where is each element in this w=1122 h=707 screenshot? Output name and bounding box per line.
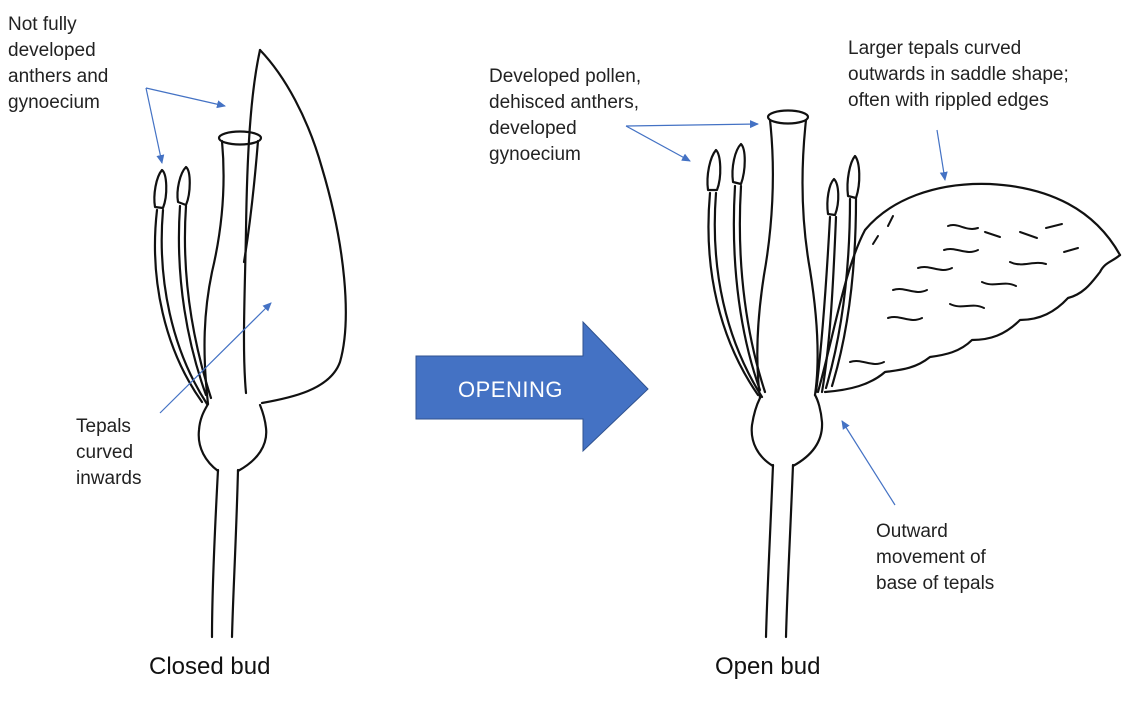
annotation-line: inwards	[76, 466, 141, 492]
annotation-open-pollen: Developed pollen, dehisced anthers, deve…	[489, 64, 641, 168]
annotation-line: Tepals	[76, 414, 141, 440]
open-bud-stamens-right	[816, 156, 859, 392]
annotation-line: Developed pollen,	[489, 64, 641, 90]
open-bud-tepal-ripples	[850, 216, 1078, 364]
open-bud-stem	[766, 465, 793, 637]
annotation-closed-tepals: Tepals curved inwards	[76, 414, 141, 492]
leader-closed-anthers-1	[146, 88, 162, 163]
annotation-line: Larger tepals curved	[848, 36, 1069, 62]
open-bud-gynoecium	[757, 111, 818, 399]
annotation-line: outwards in saddle shape;	[848, 62, 1069, 88]
annotation-open-tepals: Larger tepals curved outwards in saddle …	[848, 36, 1069, 114]
leader-open-pollen-1	[626, 124, 758, 126]
annotation-line: gynoecium	[8, 90, 108, 116]
closed-bud-receptacle	[199, 404, 267, 471]
caption-open-bud: Open bud	[715, 652, 820, 682]
open-bud-receptacle	[752, 395, 822, 466]
annotation-line: developed	[489, 116, 641, 142]
closed-bud-gynoecium	[205, 132, 261, 405]
annotation-line: curved	[76, 440, 141, 466]
closed-bud-stem	[212, 470, 238, 637]
annotation-line: gynoecium	[489, 142, 641, 168]
annotation-closed-anthers: Not fully developed anthers and gynoeciu…	[8, 12, 108, 116]
annotation-line: base of tepals	[876, 571, 994, 597]
annotation-line: dehisced anthers,	[489, 90, 641, 116]
annotation-line: often with rippled edges	[848, 88, 1069, 114]
annotation-line: developed	[8, 38, 108, 64]
annotation-line: anthers and	[8, 64, 108, 90]
closed-bud-illustration	[154, 50, 345, 637]
leader-open-base	[842, 421, 895, 505]
annotation-line: Outward	[876, 519, 994, 545]
open-bud-stamens-left	[707, 144, 765, 397]
leader-closed-anthers-2	[146, 88, 225, 106]
annotation-line: movement of	[876, 545, 994, 571]
caption-closed-bud: Closed bud	[149, 652, 270, 682]
open-bud-tepal	[818, 184, 1120, 392]
leader-open-tepals	[937, 130, 945, 180]
closed-bud-stamens	[154, 167, 211, 404]
annotation-line: Not fully	[8, 12, 108, 38]
opening-label: OPENING	[458, 377, 563, 403]
closed-bud-tepals	[244, 50, 346, 403]
annotation-open-base: Outward movement of base of tepals	[876, 519, 994, 597]
